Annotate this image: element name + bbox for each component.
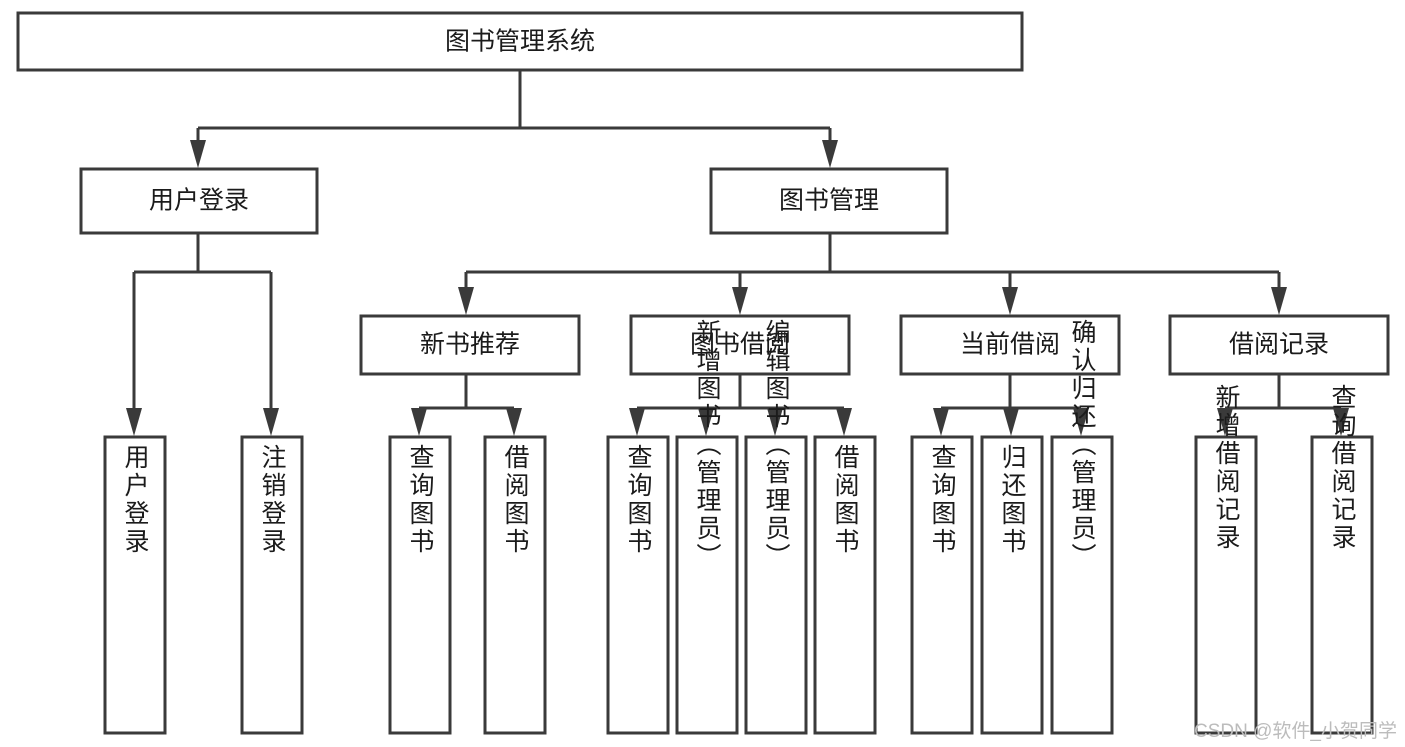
node-book-borrow-label: 图书借阅 <box>690 331 790 359</box>
node-root-label: 图书管理系统 <box>445 28 595 56</box>
leaf-record-0[interactable]: 新增借阅记录 <box>1194 384 1258 735</box>
leaf-new-book-0-label: 查询图书 <box>406 444 435 556</box>
leaf-new-book-1[interactable]: 借阅图书 <box>483 435 547 735</box>
node-book-manage-label: 图书管理 <box>779 187 879 215</box>
leaf-record-0-label: 新增借阅记录 <box>1212 384 1241 552</box>
leaf-user-login-0-box[interactable] <box>103 435 167 735</box>
leaf-new-book-1-label: 借阅图书 <box>501 444 530 556</box>
node-borrow-record[interactable]: 借阅记录 <box>1168 314 1390 376</box>
leaf-borrow-1[interactable]: 新增图书（管理员） <box>675 319 739 735</box>
arrow-head-leaf-borrow-3 <box>836 408 852 436</box>
node-book-borrow[interactable]: 图书借阅 <box>629 314 851 376</box>
node-user-login-box[interactable] <box>79 167 319 235</box>
arrow-head-user-login <box>190 140 206 168</box>
leaf-current-0[interactable]: 查询图书 <box>910 435 974 735</box>
leaf-user-login-0[interactable]: 用户登录 <box>103 435 167 735</box>
node-borrow-record-box[interactable] <box>1168 314 1390 376</box>
node-user-login-label: 用户登录 <box>149 187 249 215</box>
leaf-current-0-label: 查询图书 <box>928 444 957 556</box>
leaf-borrow-0-label: 查询图书 <box>624 444 653 556</box>
arrow-head-record <box>1271 287 1287 315</box>
arrow-head-leaf-user-login-1 <box>263 408 279 436</box>
leaf-borrow-1-label: 新增图书（管理员） <box>693 319 722 571</box>
node-root[interactable]: 图书管理系统 <box>16 11 1024 72</box>
arrow-head-leaf-current-1 <box>1003 408 1019 436</box>
leaf-user-login-1-label: 注销登录 <box>258 444 287 556</box>
leaf-borrow-2-label: 编辑图书（管理员） <box>762 319 791 571</box>
leaf-borrow-0[interactable]: 查询图书 <box>606 435 670 735</box>
leaf-new-book-1-box[interactable] <box>483 435 547 735</box>
leaf-current-0-box[interactable] <box>910 435 974 735</box>
leaf-record-0-box[interactable] <box>1194 435 1258 735</box>
leaf-borrow-3-label: 借阅图书 <box>831 444 860 556</box>
node-book-borrow-box[interactable] <box>629 314 851 376</box>
node-user-login[interactable]: 用户登录 <box>79 167 319 235</box>
leaf-current-1-box[interactable] <box>980 435 1044 735</box>
node-new-book-recommend-label: 新书推荐 <box>420 331 520 359</box>
leaf-borrow-0-box[interactable] <box>606 435 670 735</box>
leaf-current-2[interactable]: 确认归还（管理员） <box>1050 319 1114 735</box>
leaf-new-book-0-box[interactable] <box>388 435 452 735</box>
leaf-borrow-3[interactable]: 借阅图书 <box>813 435 877 735</box>
arrow-head-new-book <box>458 287 474 315</box>
node-book-manage[interactable]: 图书管理 <box>709 167 949 235</box>
leaf-current-1-label: 归还图书 <box>998 444 1027 556</box>
arrow-head-book-manage <box>822 140 838 168</box>
leaf-record-1-label: 查询借阅记录 <box>1328 384 1357 552</box>
node-current-borrow-label: 当前借阅 <box>960 331 1060 359</box>
arrow-head-leaf-new-book-1 <box>506 408 522 436</box>
arrow-head-leaf-borrow-0 <box>629 408 645 436</box>
node-book-manage-box[interactable] <box>709 167 949 235</box>
node-root-box[interactable] <box>16 11 1024 72</box>
connector-layer <box>126 70 1349 436</box>
arrow-head-borrow <box>732 287 748 315</box>
arrow-head-leaf-record-1 <box>1333 408 1349 436</box>
leaf-record-1-box[interactable] <box>1310 435 1374 735</box>
node-current-borrow-box[interactable] <box>899 314 1121 376</box>
arrow-head-leaf-borrow-1 <box>698 408 714 436</box>
arrow-head-leaf-record-0 <box>1217 408 1233 436</box>
node-current-borrow[interactable]: 当前借阅 <box>899 314 1121 376</box>
leaf-current-2-box[interactable] <box>1050 435 1114 735</box>
arrow-head-current <box>1002 287 1018 315</box>
arrow-head-leaf-user-login-0 <box>126 408 142 436</box>
arrow-head-leaf-borrow-2 <box>767 408 783 436</box>
leaf-user-login-0-label: 用户登录 <box>121 444 150 556</box>
leaf-current-1[interactable]: 归还图书 <box>980 435 1044 735</box>
arrow-head-leaf-current-0 <box>933 408 949 436</box>
leaf-current-2-label: 确认归还（管理员） <box>1068 319 1097 571</box>
leaf-borrow-1-box[interactable] <box>675 435 739 735</box>
leaf-user-login-1-box[interactable] <box>240 435 304 735</box>
leaf-borrow-3-box[interactable] <box>813 435 877 735</box>
node-borrow-record-label: 借阅记录 <box>1229 331 1329 359</box>
leaf-new-book-0[interactable]: 查询图书 <box>388 435 452 735</box>
node-new-book-recommend[interactable]: 新书推荐 <box>359 314 581 376</box>
arrow-head-leaf-current-2 <box>1073 408 1089 436</box>
leaf-borrow-2[interactable]: 编辑图书（管理员） <box>744 319 808 735</box>
leaf-user-login-1[interactable]: 注销登录 <box>240 435 304 735</box>
node-new-book-recommend-box[interactable] <box>359 314 581 376</box>
arrow-head-leaf-new-book-0 <box>411 408 427 436</box>
leaf-borrow-2-box[interactable] <box>744 435 808 735</box>
leaf-record-1[interactable]: 查询借阅记录 <box>1310 384 1374 735</box>
